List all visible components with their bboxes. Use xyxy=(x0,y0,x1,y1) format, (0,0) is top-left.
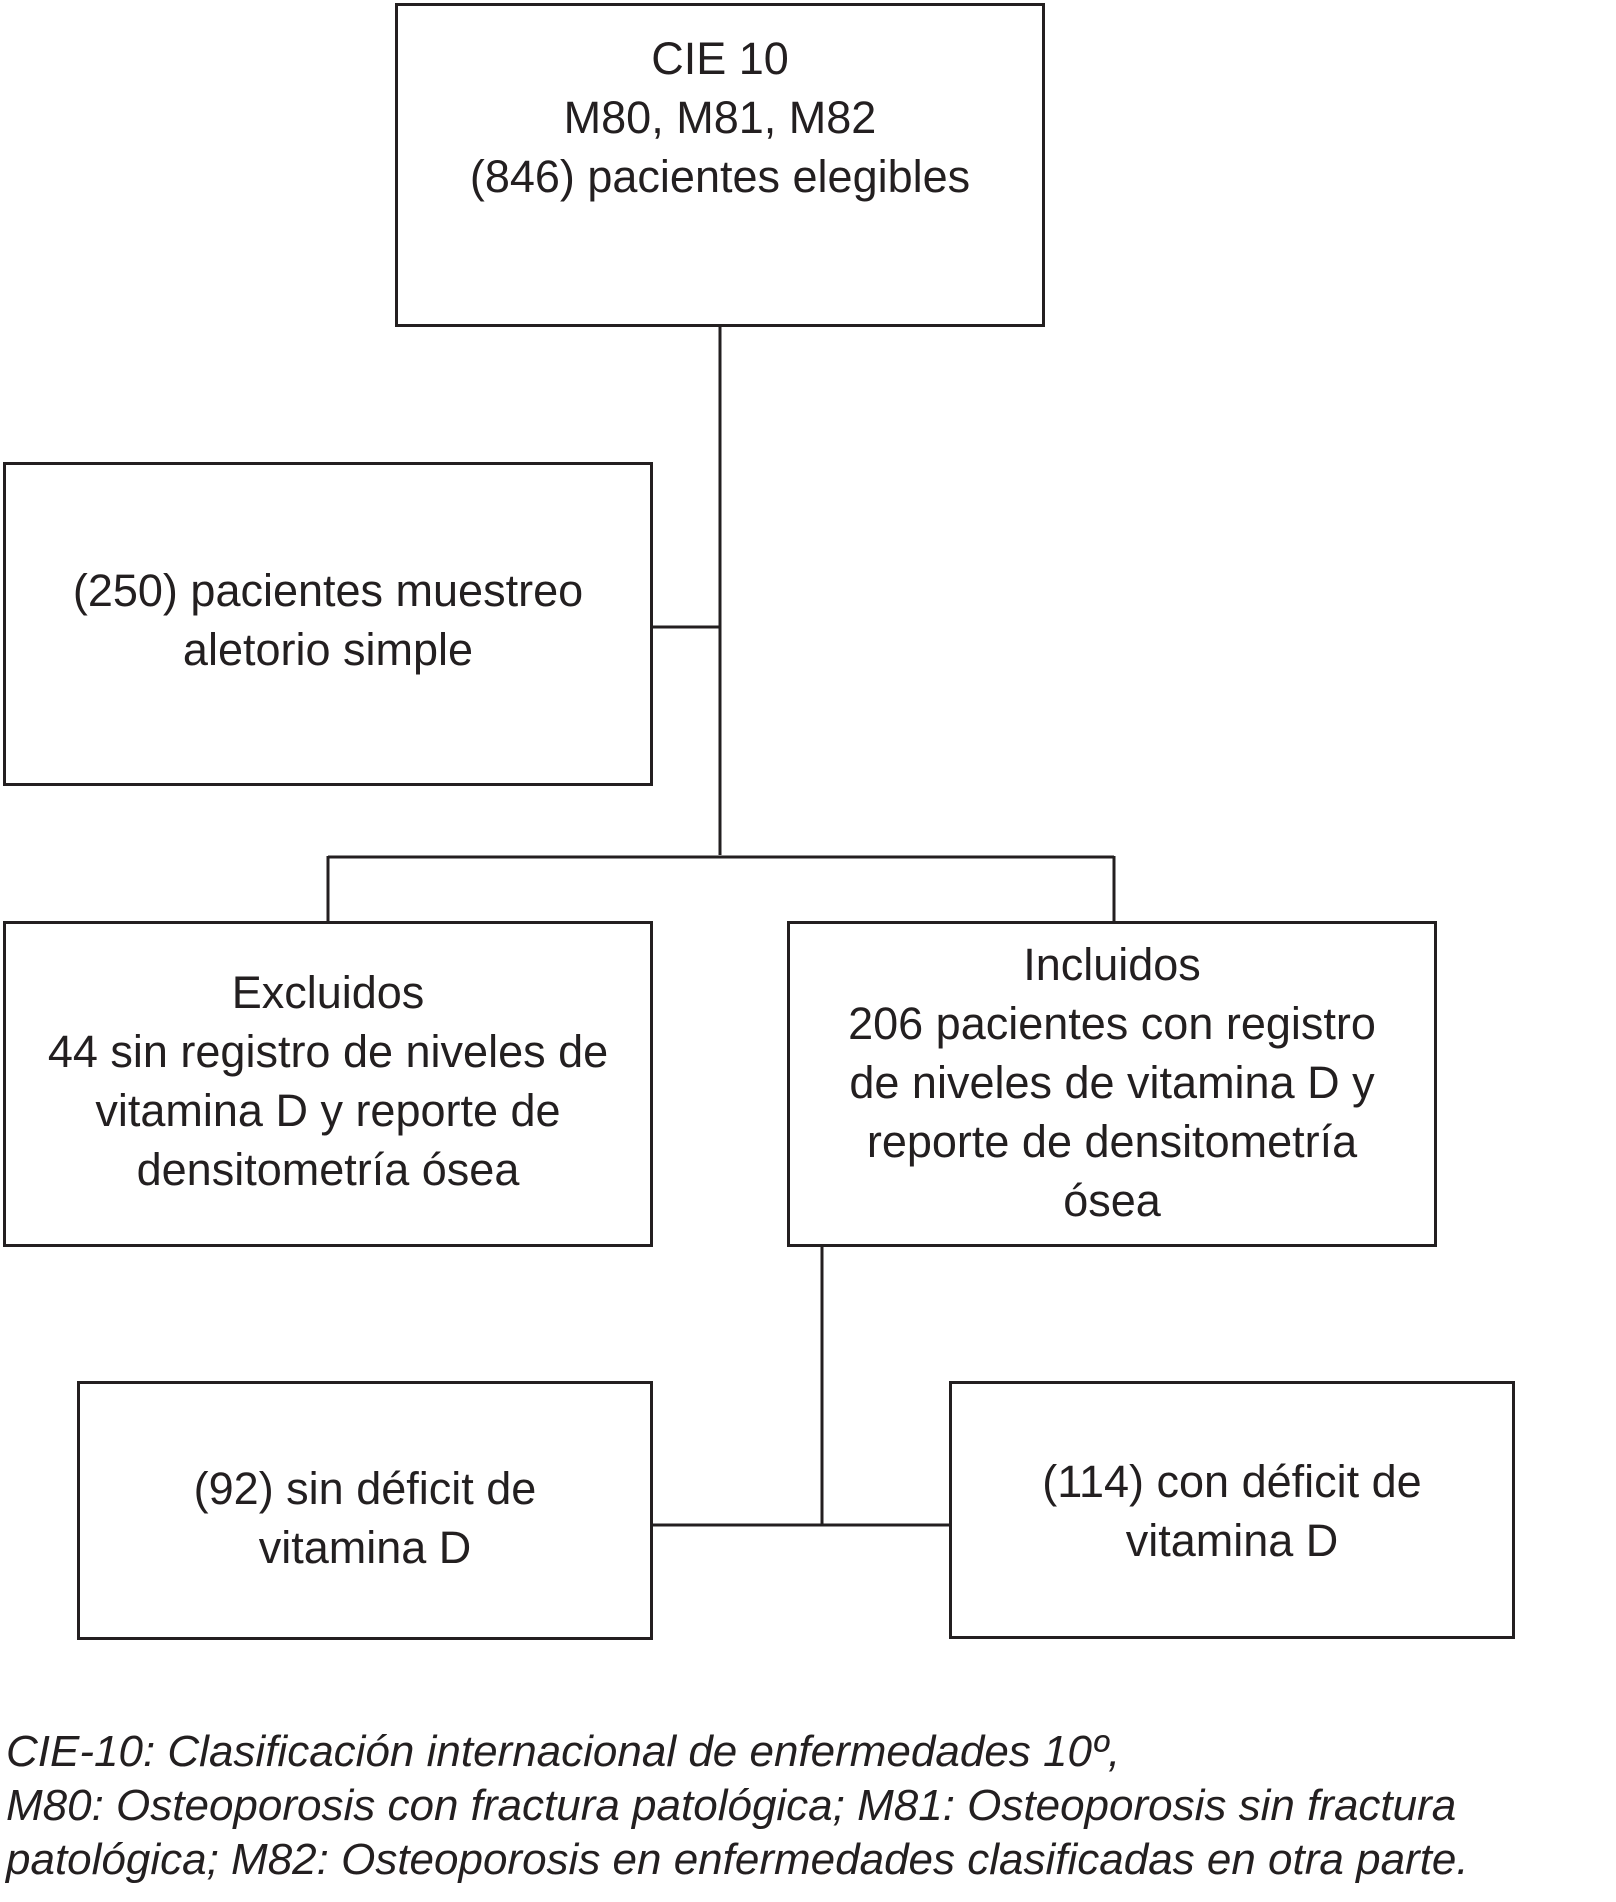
box-included-line-1: Incluidos xyxy=(1023,939,1201,990)
box-included-line-5: ósea xyxy=(1063,1175,1161,1226)
box-excluded-line-2: 44 sin registro de niveles de xyxy=(47,1026,609,1077)
box-excluded: Excluidos 44 sin registro de niveles de … xyxy=(3,921,653,1247)
box-eligible: CIE 10 M80, M81, M82 (846) pacientes ele… xyxy=(395,3,1045,327)
box-included-line-3: de niveles de vitamina D y xyxy=(849,1057,1375,1108)
box-no-deficit: (92) sin déficit de vitamina D xyxy=(77,1381,653,1640)
box-excluded-line-4: densitometría ósea xyxy=(136,1144,520,1195)
box-deficit-line-1: (114) con déficit de xyxy=(1042,1456,1422,1507)
box-deficit: (114) con déficit de vitamina D xyxy=(949,1381,1515,1639)
box-eligible-line-1: CIE 10 xyxy=(651,33,789,84)
box-eligible-line-2: M80, M81, M82 xyxy=(563,92,877,143)
box-sample-line-1: (250) pacientes muestreo xyxy=(72,565,584,616)
box-included-line-2: 206 pacientes con registro xyxy=(848,998,1376,1049)
box-eligible-line-3: (846) pacientes elegibles xyxy=(469,151,971,202)
box-included-line-4: reporte de densitometría xyxy=(866,1116,1358,1167)
box-no-deficit-line-2: vitamina D xyxy=(258,1522,472,1573)
box-sample-line-2: aletorio simple xyxy=(182,624,474,675)
footnote-line-1: CIE-10: Clasificación internacional de e… xyxy=(6,1727,1121,1776)
box-included: Incluidos 206 pacientes con registro de … xyxy=(787,921,1437,1247)
box-excluded-line-3: vitamina D y reporte de xyxy=(95,1085,561,1136)
box-sample: (250) pacientes muestreo aletorio simple xyxy=(3,462,653,786)
box-excluded-line-1: Excluidos xyxy=(231,967,425,1018)
box-deficit-line-2: vitamina D xyxy=(1125,1515,1339,1566)
footnote: CIE-10: Clasificación internacional de e… xyxy=(6,1725,1614,1887)
footnote-line-2: M80: Osteoporosis con fractura patológic… xyxy=(6,1781,1457,1830)
box-no-deficit-line-1: (92) sin déficit de xyxy=(193,1463,537,1514)
footnote-line-3: patológica; M82: Osteoporosis en enferme… xyxy=(6,1835,1469,1884)
